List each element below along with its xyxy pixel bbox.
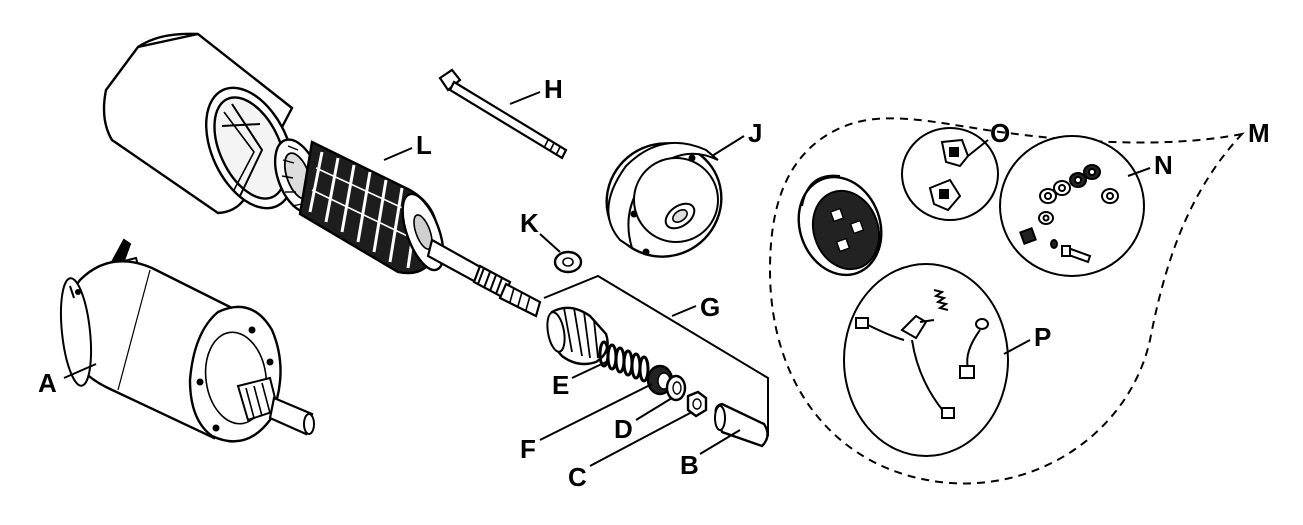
callout-n: N xyxy=(1154,150,1173,180)
field-frame-housing xyxy=(102,32,295,215)
callout-p: P xyxy=(1034,322,1051,352)
through-bolt xyxy=(438,68,568,160)
brush-kit-outline xyxy=(768,117,1245,485)
pinion-gear xyxy=(546,306,609,366)
drive-kit-bracket xyxy=(543,274,769,436)
brush-holder-detail xyxy=(901,127,999,221)
thrust-washer xyxy=(553,250,583,274)
retainer-washer xyxy=(665,374,687,402)
brush-wiring-detail xyxy=(843,263,1009,457)
hardware-detail xyxy=(999,135,1145,277)
callout-o: O xyxy=(990,118,1010,148)
callout-a: A xyxy=(38,368,57,398)
leader-lines xyxy=(63,91,1151,467)
callout-d: D xyxy=(614,414,633,444)
callout-l: L xyxy=(416,130,432,160)
callout-c: C xyxy=(568,462,587,492)
starter-motor-assembly xyxy=(59,238,315,443)
callout-f: F xyxy=(520,434,536,464)
drive-cap xyxy=(714,402,769,448)
callout-k: K xyxy=(520,208,539,238)
callout-m: M xyxy=(1248,118,1270,148)
callout-j: J xyxy=(748,118,762,148)
drive-end-cap xyxy=(605,141,723,258)
callout-g: G xyxy=(700,292,720,322)
pinion-spring xyxy=(598,340,650,383)
callout-e: E xyxy=(552,370,569,400)
armature xyxy=(273,138,542,318)
callout-h: H xyxy=(544,74,563,104)
brush-end-cap xyxy=(797,174,883,277)
callout-b: B xyxy=(680,450,699,480)
lock-nut xyxy=(686,390,708,418)
